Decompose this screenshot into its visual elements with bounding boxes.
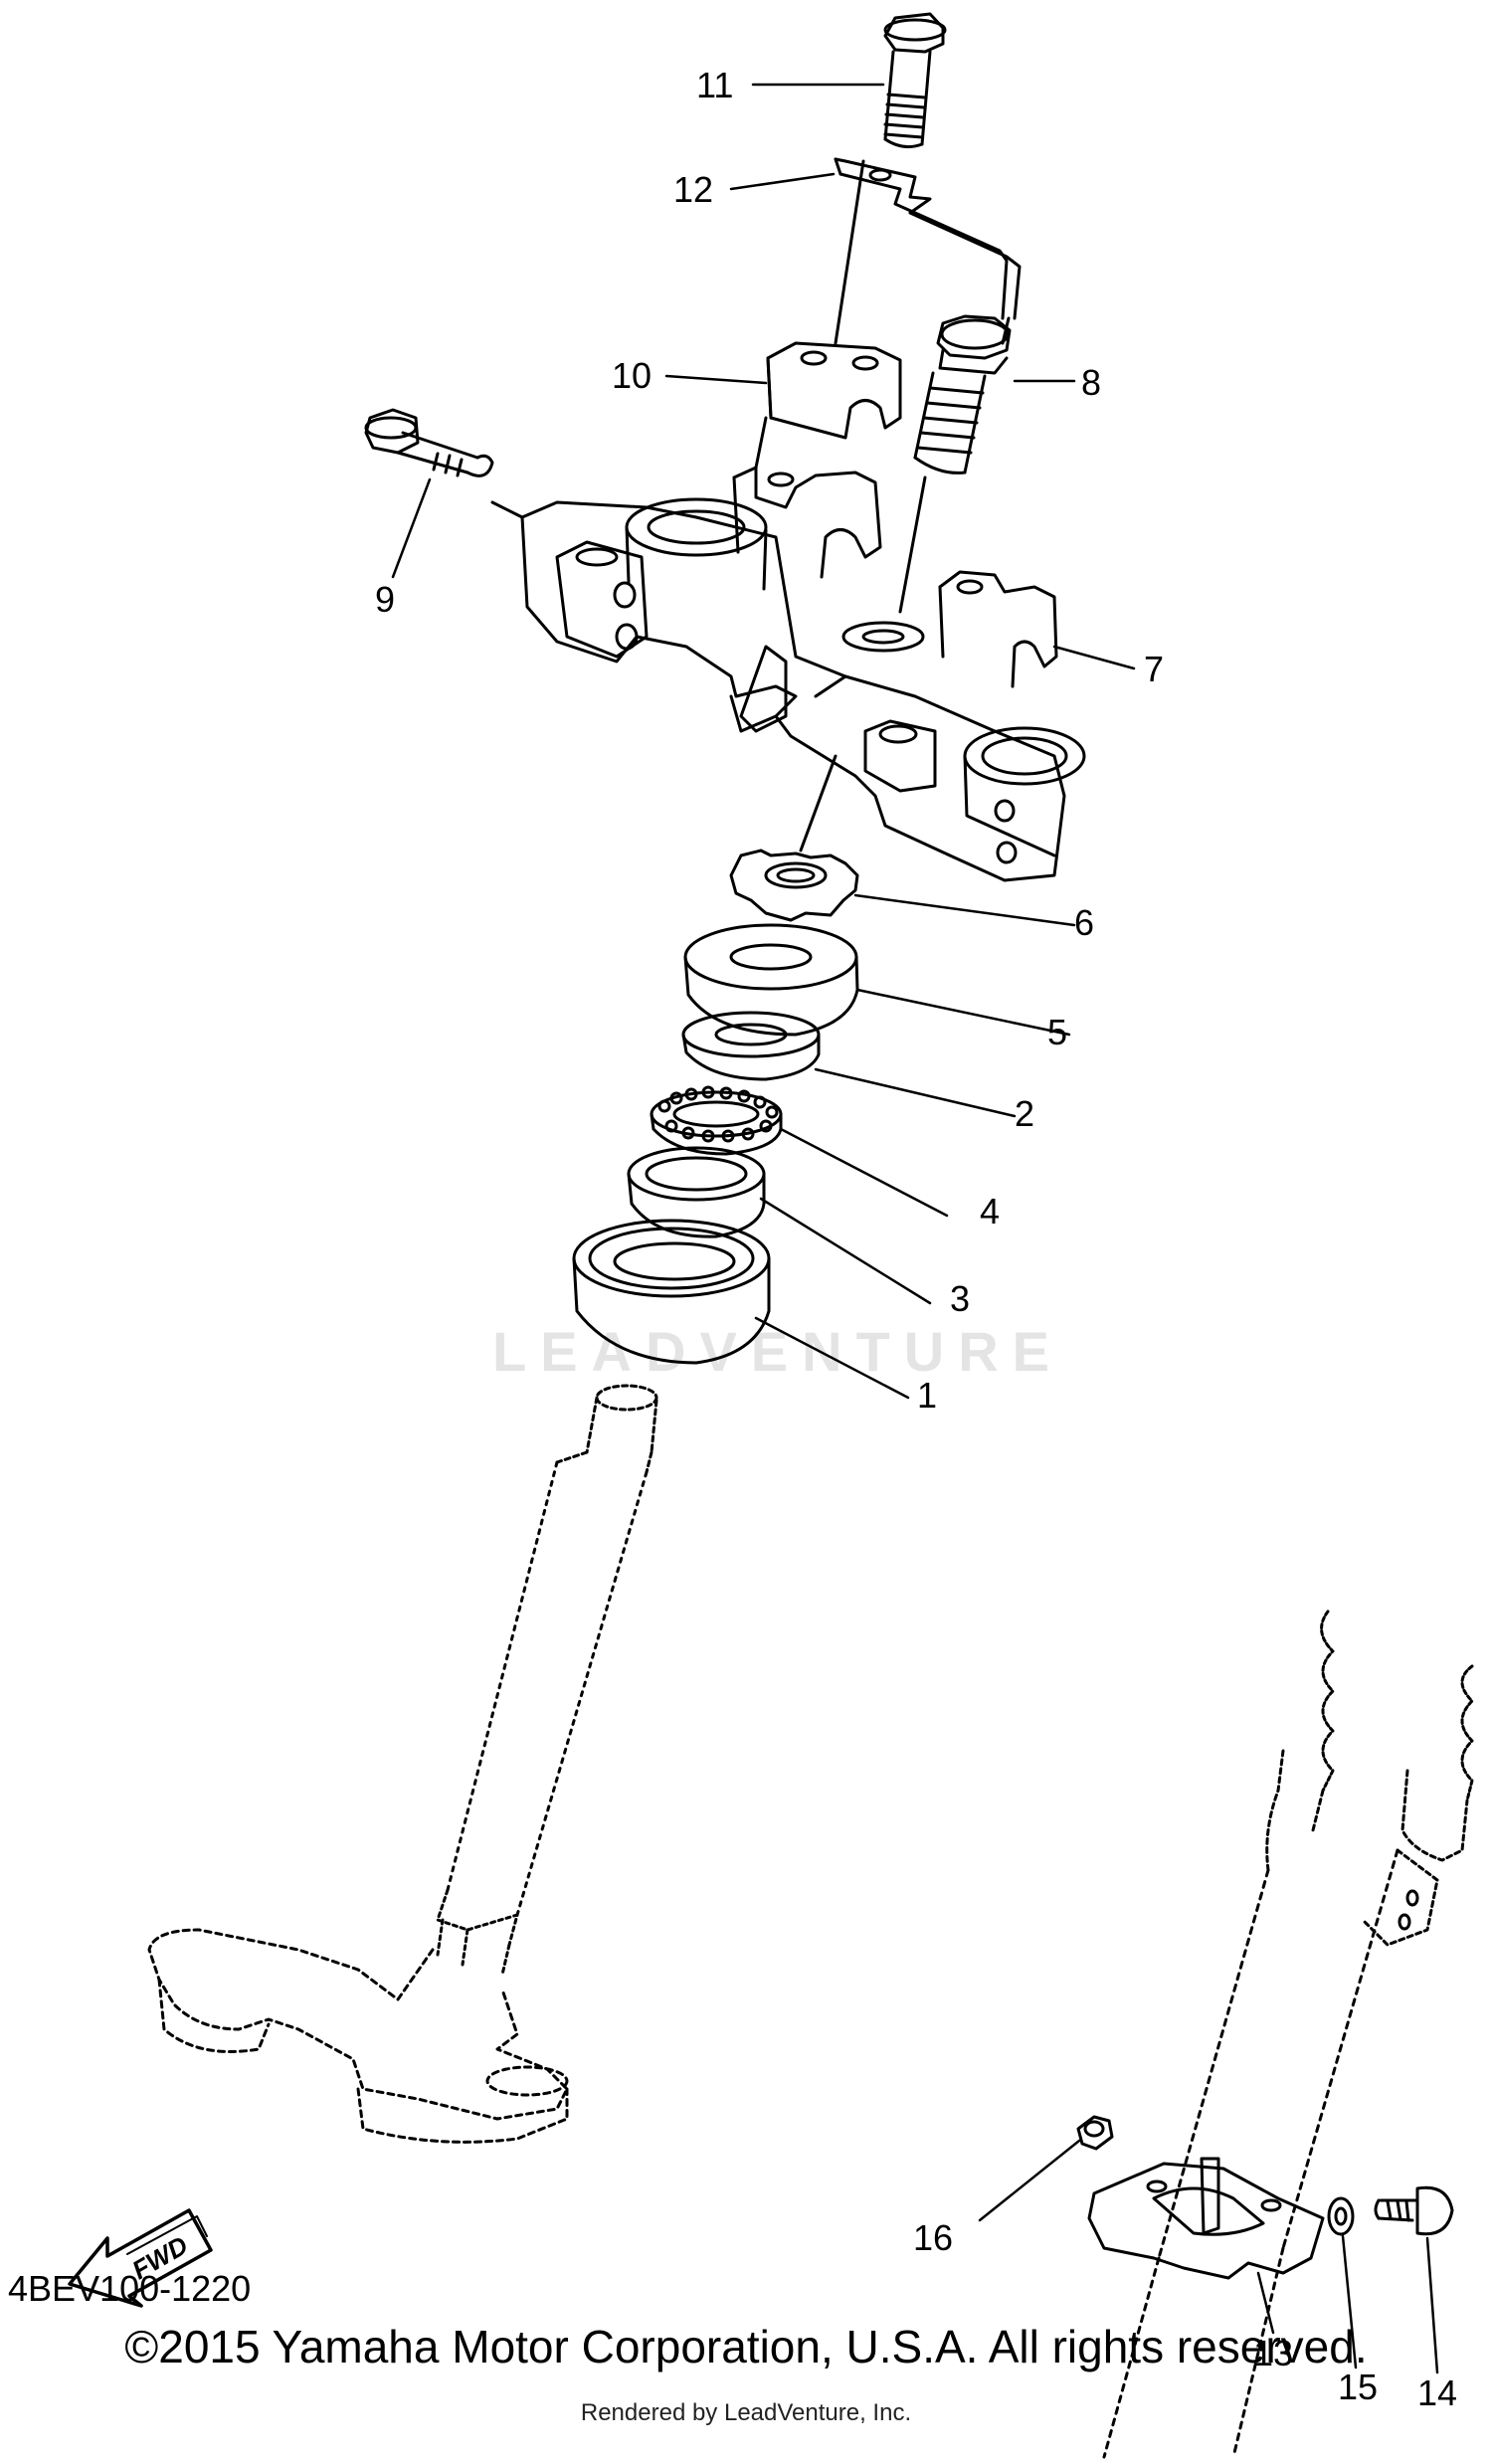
part-10-holder-upper[interactable] (766, 341, 902, 440)
callout-11: 11 (696, 65, 733, 105)
part-1-bearing[interactable] (572, 1219, 771, 1365)
part-11-bolt[interactable] (883, 12, 947, 149)
callout-16: 16 (913, 2217, 953, 2258)
callout-10: 10 (612, 355, 652, 396)
callout-8: 8 (1081, 362, 1101, 403)
part-5-cover[interactable] (683, 923, 859, 1037)
callout-6: 6 (1074, 902, 1094, 943)
part-2-race[interactable] (681, 1011, 821, 1081)
callout-2: 2 (1015, 1093, 1034, 1134)
callout-14: 14 (1417, 2372, 1457, 2413)
reference-code: 4BEV100-1220 (8, 2268, 252, 2309)
part-9-bolt[interactable] (364, 408, 494, 477)
rendered-by-note: Rendered by LeadVenture, Inc. (580, 2399, 912, 2426)
part-8-bolt[interactable] (913, 314, 1012, 474)
part-3-race[interactable] (627, 1146, 766, 1238)
callout-7: 7 (1144, 649, 1164, 689)
callout-9: 9 (375, 579, 395, 620)
callout-13: 13 (1253, 2333, 1293, 2373)
part-7-upper-bracket[interactable] (520, 466, 1086, 882)
part-12-bracket[interactable] (834, 157, 1022, 320)
part-4-ball-bearing[interactable] (650, 1085, 783, 1156)
guide-lines (490, 159, 1011, 853)
fwd-arrow-icon: FWD (68, 2208, 213, 2308)
callout-1: 1 (917, 1375, 937, 1416)
copyright-notice: ©2015 Yamaha Motor Corporation, U.S.A. A… (124, 2321, 1368, 2372)
part-16-nut[interactable] (1076, 2115, 1114, 2151)
svg-text:LEADVENTURE: LEADVENTURE (492, 1320, 1063, 1383)
part-15-washer[interactable] (1327, 2196, 1355, 2236)
part-13-guide[interactable] (1087, 2157, 1325, 2280)
callout-12: 12 (673, 169, 713, 210)
fork-assembly (1102, 1610, 1474, 2459)
watermark: LEADVENTURE (492, 1320, 1063, 1383)
callout-4: 4 (980, 1191, 1000, 1232)
callout-15: 15 (1338, 2367, 1378, 2407)
steering-stem (147, 1384, 658, 2144)
part-6-ring-nut[interactable] (729, 849, 859, 922)
callout-3: 3 (950, 1278, 970, 1319)
callout-5: 5 (1047, 1012, 1067, 1052)
part-14-screw[interactable] (1374, 2185, 1454, 2236)
callout-labels: 11 12 10 8 9 7 6 5 2 4 3 1 16 13 15 14 (375, 65, 1457, 2413)
callout-leaders (391, 83, 1439, 2374)
